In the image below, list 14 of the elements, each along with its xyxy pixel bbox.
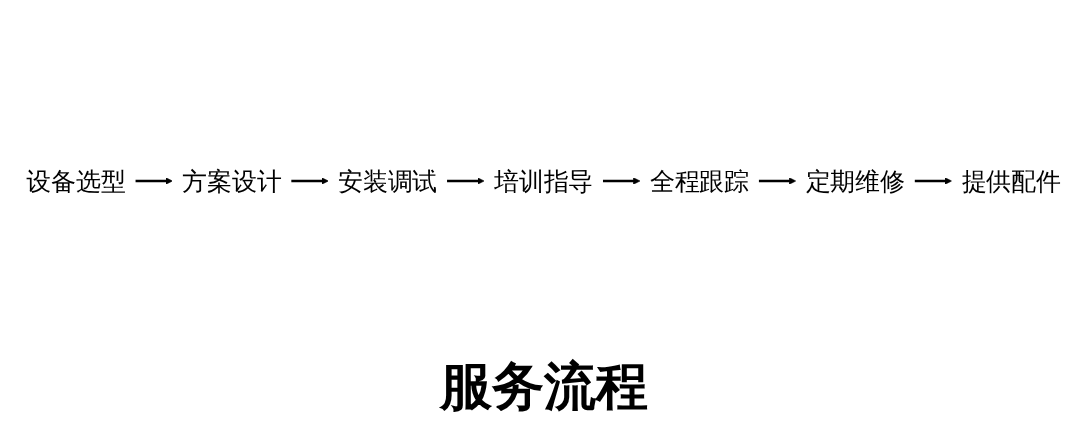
arrow	[602, 177, 641, 185]
arrow	[758, 177, 797, 185]
arrow	[914, 177, 952, 185]
diagram-title: 服务流程	[439, 355, 648, 418]
node-text: 培训指导	[494, 166, 593, 196]
node-text: 安装调试	[338, 166, 438, 196]
arrow	[291, 177, 329, 185]
node-text: 提供配件	[961, 166, 1061, 196]
arrow	[447, 177, 485, 185]
node-text: 设备选型	[26, 166, 126, 196]
node-text: 方案设计	[182, 166, 282, 196]
node-text: 全程跟踪	[649, 166, 749, 196]
node-text: 定期维修	[805, 166, 905, 196]
arrow	[135, 177, 173, 185]
